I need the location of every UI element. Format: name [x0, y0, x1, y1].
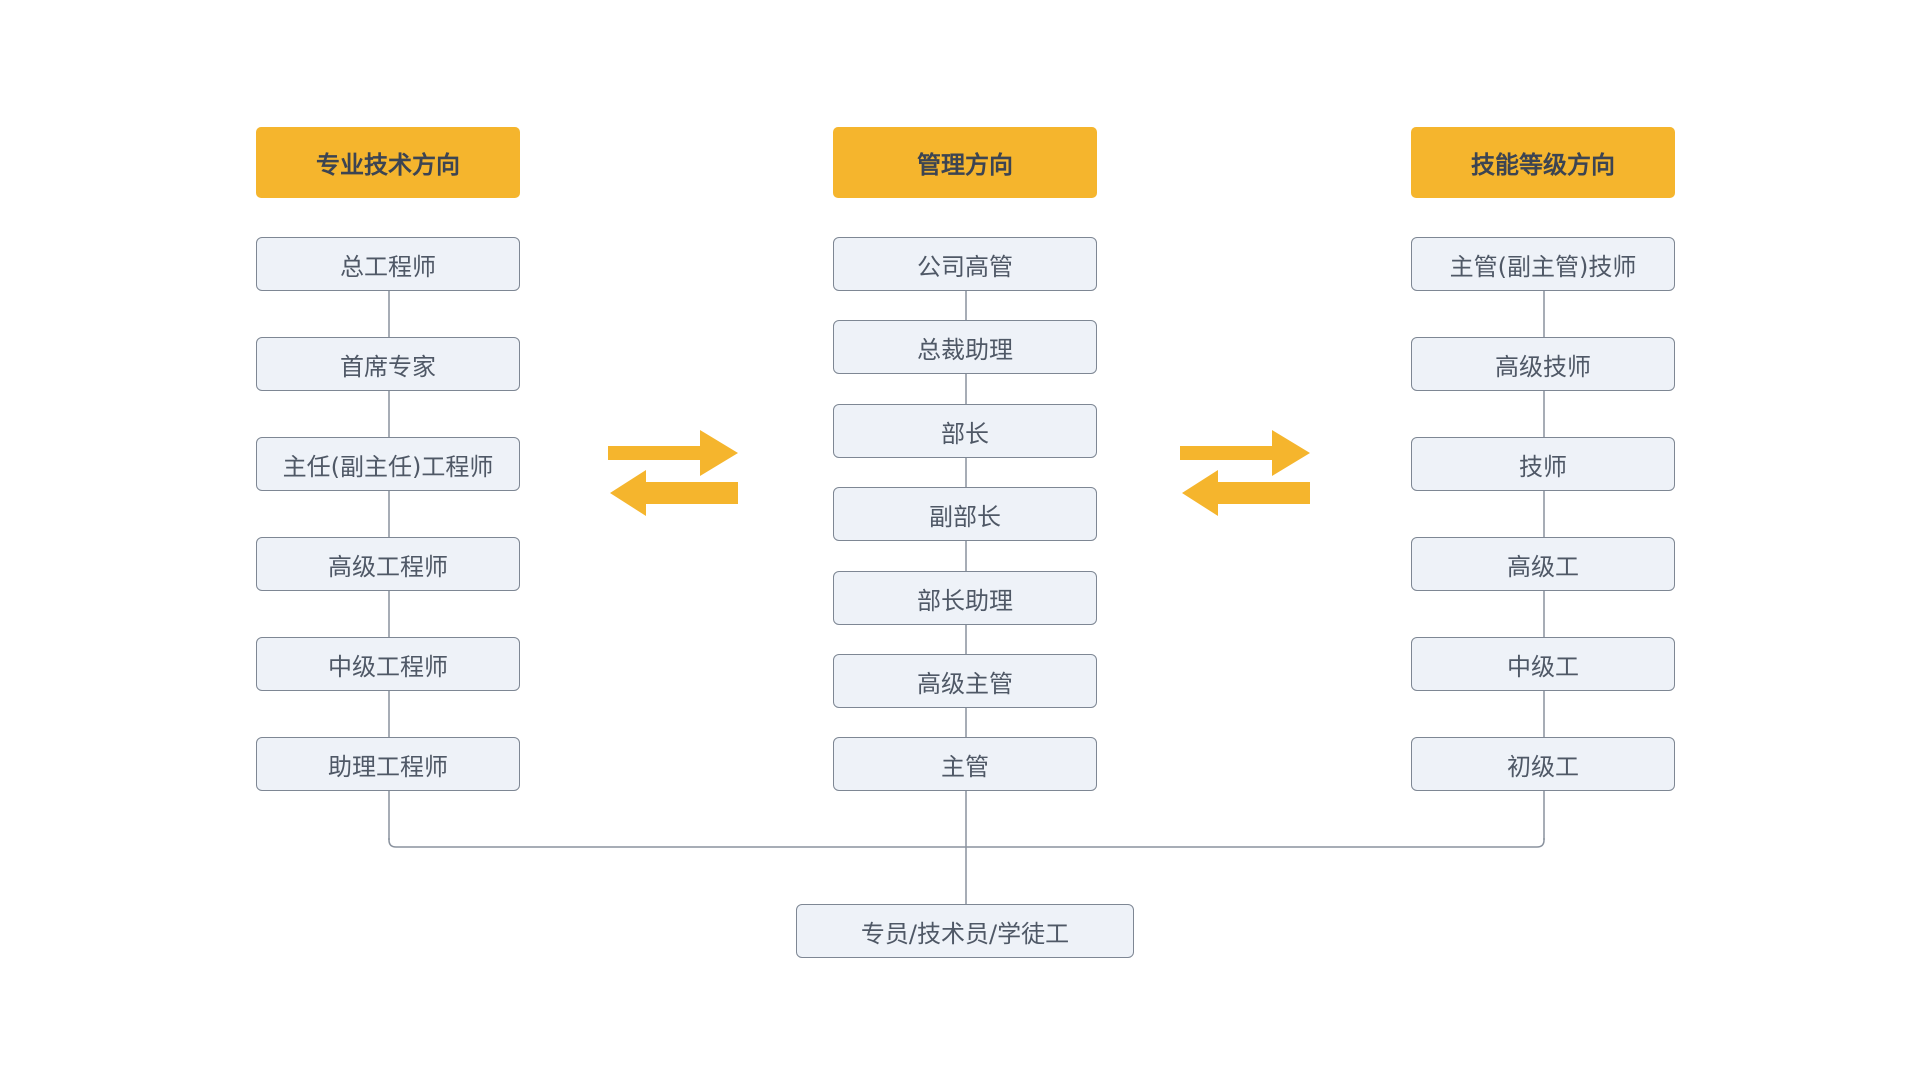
management-header: 管理方向	[833, 127, 1097, 198]
bottom-bracket-line	[388, 838, 1545, 848]
skill-node: 中级工	[1411, 637, 1675, 691]
skill-node: 高级技师	[1411, 337, 1675, 391]
management-node: 副部长	[833, 487, 1097, 541]
technical-node: 高级工程师	[256, 537, 520, 591]
skill-node: 技师	[1411, 437, 1675, 491]
technical-node: 助理工程师	[256, 737, 520, 791]
management-node: 高级主管	[833, 654, 1097, 708]
skill-node: 初级工	[1411, 737, 1675, 791]
left-exchange-arrows-icon	[608, 430, 738, 516]
left-arrow-icon	[610, 470, 738, 516]
technical-node: 首席专家	[256, 337, 520, 391]
right-arrow-icon	[1180, 430, 1310, 476]
technical-node: 中级工程师	[256, 637, 520, 691]
management-node: 部长	[833, 404, 1097, 458]
base-entry-node: 专员/技术员/学徒工	[796, 904, 1134, 958]
skill-node: 主管(副主管)技师	[1411, 237, 1675, 291]
technical-header: 专业技术方向	[256, 127, 520, 198]
management-node: 公司高管	[833, 237, 1097, 291]
management-node: 部长助理	[833, 571, 1097, 625]
skill-header: 技能等级方向	[1411, 127, 1675, 198]
skill-node: 高级工	[1411, 537, 1675, 591]
technical-node: 总工程师	[256, 237, 520, 291]
left-arrow-icon	[1182, 470, 1310, 516]
right-exchange-arrows-icon	[1180, 430, 1310, 516]
technical-node: 主任(副主任)工程师	[256, 437, 520, 491]
management-node: 主管	[833, 737, 1097, 791]
right-arrow-icon	[608, 430, 738, 476]
management-node: 总裁助理	[833, 320, 1097, 374]
